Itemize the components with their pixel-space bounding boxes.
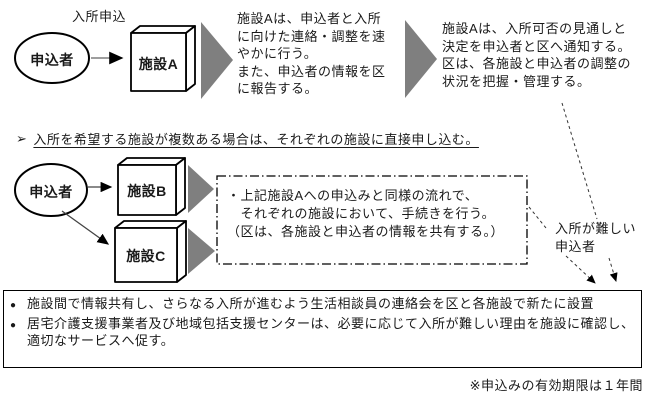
- facility-c-cube: [114, 220, 187, 283]
- application-label: 入所申込: [72, 9, 127, 24]
- arrow-applicant-to-facility-c: [61, 210, 110, 245]
- flow-triangle-1: [201, 22, 233, 99]
- dashed-line-from-step2: [561, 102, 598, 220]
- bottom-bullet-text-2: 居宅介護支援事業者及び地域包括支援センターは、必要に応じて入所が難しい理由を施設…: [27, 315, 635, 349]
- applicant-ellipse-middle: [14, 163, 88, 217]
- applicant-label-middle: 申込者: [29, 184, 73, 200]
- flow-triangle-b: [188, 165, 214, 213]
- applicant-label-top: 申込者: [30, 52, 74, 68]
- multi-apply-heading-text: 入所を希望する施設が複数ある場合は、それぞれの施設に直接申し込む。: [33, 132, 479, 147]
- bottom-measures-box: ● 施設間で情報共有し、さらなる入所が進むよう生活相談員の連絡会を区と各施設で新…: [3, 290, 642, 368]
- applicant-ellipse-top: [14, 32, 90, 84]
- bottom-bullet-item-1: ● 施設間で情報共有し、さらなる入所が進むよう生活相談員の連絡会を区と各施設で新…: [10, 295, 635, 315]
- facility-a-label: 施設A: [138, 56, 179, 72]
- facility-b-label: 施設B: [127, 183, 167, 199]
- dashed-note-box-border: [216, 175, 528, 265]
- bottom-bullet-item-2: ● 居宅介護支援事業者及び地域包括支援センターは、必要に応じて入所が難しい理由を…: [10, 315, 635, 350]
- bottom-bullet-text-1: 施設間で情報共有し、さらなる入所が進むよう生活相談員の連絡会を区と各施設で新たに…: [27, 296, 595, 311]
- step1-text: 施設Aは、申込者と入所 に向けた連絡・調整を速 やかに行う。 また、申込者の情報…: [237, 11, 386, 96]
- note-line-1: ・上記施設Aへの申込みと同様の流れで、: [227, 188, 479, 203]
- bullet-icon: ●: [10, 319, 17, 331]
- facility-c-label: 施設C: [126, 248, 166, 264]
- step2-text: 施設Aは、入所可否の見通しと 決定を申込者と区へ通知する。 区は、各施設と申込者…: [442, 21, 632, 89]
- difficult-applicant-label: 入所が難しい 申込者: [555, 221, 637, 254]
- arrowhead-bullet-icon: ➢: [16, 130, 28, 146]
- dashed-arrow-to-bottom-box-2: [608, 257, 618, 282]
- note-line-3: （区は、各施設と申込者の情報を共有する。）: [227, 224, 505, 239]
- note-line-2: それぞれの施設において、手続きを行う。: [227, 206, 496, 221]
- validity-footnote: ※申込みの有効期限は１年間: [469, 378, 643, 393]
- dashed-note-box-text: ・上記施設Aへの申込みと同様の流れで、 それぞれの施設において、手続きを行う。 …: [227, 187, 523, 241]
- dashed-line-from-note-box: [528, 206, 547, 229]
- bullet-icon: ●: [10, 300, 17, 311]
- flow-triangle-2: [405, 20, 437, 98]
- facility-a-cube: [130, 25, 196, 92]
- flow-triangle-c: [188, 228, 215, 274]
- dashed-arrow-to-bottom-box-1: [565, 255, 596, 284]
- multi-apply-heading: ➢ 入所を希望する施設が複数ある場合は、それぞれの施設に直接申し込む。: [16, 129, 479, 148]
- facility-b-cube: [117, 157, 186, 216]
